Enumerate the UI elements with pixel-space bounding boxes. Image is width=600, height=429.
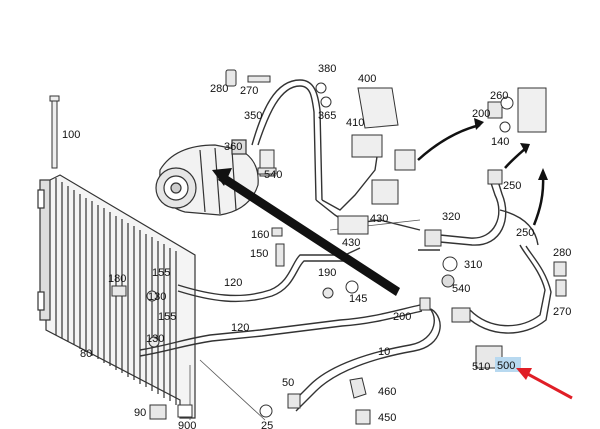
part-label: 450 xyxy=(378,412,396,424)
part-label: 280 xyxy=(210,83,228,95)
part-label: 250 xyxy=(503,180,521,192)
part-label: 140 xyxy=(491,136,509,148)
small-parts xyxy=(111,69,567,425)
part-label: 180 xyxy=(108,273,126,285)
part-label: 280 xyxy=(553,247,571,259)
part-label: 350 xyxy=(244,110,262,122)
part-label: 150 xyxy=(250,248,268,260)
part-label: 130 xyxy=(146,333,164,345)
part-labels: 100 280 270 380 400 350 365 410 360 540 … xyxy=(62,63,571,429)
part-label: 80 xyxy=(80,348,92,360)
part-label: 270 xyxy=(553,306,571,318)
part-label: 460 xyxy=(378,386,396,398)
part-label: 145 xyxy=(349,293,367,305)
pointer-arrow-compressor xyxy=(212,168,400,296)
part-label: 360 xyxy=(224,141,242,153)
part-label: 160 xyxy=(251,229,269,241)
part-label: 10 xyxy=(378,346,390,358)
part-label: 365 xyxy=(318,110,336,122)
part-label: 900 xyxy=(178,420,196,429)
part-label: 100 xyxy=(62,129,80,141)
part-label: 270 xyxy=(240,85,258,97)
part-label: 90 xyxy=(134,407,146,419)
red-arrow xyxy=(516,368,573,400)
part-label: 120 xyxy=(224,277,242,289)
part-label: 25 xyxy=(261,420,273,429)
part-label: 250 xyxy=(516,227,534,239)
part-label: 190 xyxy=(318,267,336,279)
part-label: 400 xyxy=(358,73,376,85)
part-label: 120 xyxy=(231,322,249,334)
part-label: 50 xyxy=(282,377,294,389)
part-label: 540 xyxy=(264,169,282,181)
part-label: 200 xyxy=(393,311,411,323)
part-label: 260 xyxy=(490,90,508,102)
part-label: 410 xyxy=(346,117,364,129)
part-label: 540 xyxy=(452,283,470,295)
curved-arrows xyxy=(417,118,548,226)
part-label: 320 xyxy=(442,211,460,223)
part-label: 380 xyxy=(318,63,336,75)
part-label: 130 xyxy=(148,291,166,303)
rod-part xyxy=(49,95,60,169)
part-label: 310 xyxy=(464,259,482,271)
part-label: 500 xyxy=(497,360,515,372)
part-label: 430 xyxy=(370,213,388,225)
compressor xyxy=(155,139,259,216)
part-label: 155 xyxy=(152,267,170,279)
part-label: 510 xyxy=(472,361,490,373)
part-label: 430 xyxy=(342,237,360,249)
highlight-box-500 xyxy=(495,357,521,372)
part-label: 200 xyxy=(472,108,490,120)
part-label: 155 xyxy=(158,311,176,323)
hose-lines xyxy=(139,79,552,412)
